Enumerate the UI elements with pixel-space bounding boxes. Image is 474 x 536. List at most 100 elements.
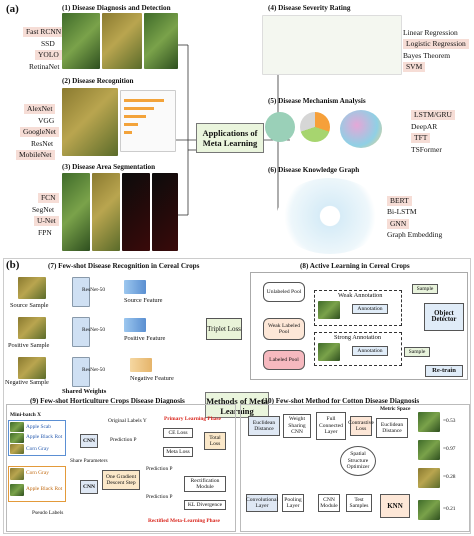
sec7-feature-0 [124, 280, 146, 294]
sec9-batch1-box [8, 420, 66, 456]
sec4-label-2: Bayes Theorem [403, 51, 451, 60]
sec10-metric: Metric Space [380, 406, 411, 412]
sec9-primary: Primary Learning Phase [164, 416, 221, 422]
sec2-chart [120, 90, 176, 152]
panel-a-letter: (a) [6, 3, 19, 15]
sec8-weak-image [318, 301, 340, 319]
sec9-pred-p: Prediction P [110, 437, 137, 443]
sec6-label-3: Graph Embedding [387, 230, 443, 239]
sec10-frame [240, 404, 470, 532]
sec5-label-3: TSFormer [411, 145, 442, 154]
sec6-graph [277, 178, 383, 254]
sec8-object-detector: Object Detector [424, 303, 464, 331]
sec10-score-3: =0.21 [443, 506, 456, 512]
sec2-title: (2) Disease Recognition [62, 77, 134, 85]
sec10-contrastive: Contrastive Loss [348, 416, 374, 436]
sec1-label-2: YOLO [35, 50, 62, 60]
sec7-feature-1 [124, 318, 146, 332]
sec7-shared-weights: Shared Weights [62, 388, 107, 395]
sec8-strong-annotation: Strong Annotation [334, 334, 382, 341]
sec8-annotation-2: Annotation [352, 346, 388, 356]
sec9-meta-loss: Meta Loss [163, 447, 193, 457]
sec2-image [62, 88, 118, 156]
sec9-batch1-1: Apple Black Rot [26, 434, 63, 440]
sec3-label-0: FCN [38, 193, 59, 203]
applications-center: Applications of Meta Learning [196, 123, 264, 153]
sec1-image-3 [144, 13, 178, 69]
sec8-retrain: Re-train [425, 365, 463, 377]
sec10-test: Test Samples [346, 494, 372, 512]
sec6-label-0: BERT [387, 196, 412, 206]
sec1-image-1 [62, 13, 100, 69]
sec4-title: (4) Disease Severity Rating [268, 4, 351, 12]
sec5-title: (5) Disease Mechanism Analysis [268, 97, 366, 105]
sec10-spatial: Spatial Structure Optimizer [340, 446, 376, 476]
sec3-title: (3) Disease Area Segmentation [62, 163, 156, 171]
sec7-sample-1: Positive Sample [8, 342, 50, 349]
sec2-label-1: VGG [38, 116, 55, 125]
sec8-sample-1: Sample [412, 284, 438, 294]
sec9-rect-module: Rectification Module [184, 476, 226, 492]
sec6-title: (6) Disease Knowledge Graph [268, 166, 360, 174]
sec3-image-1 [62, 173, 90, 251]
sec10-conv: Convolutional Layer [246, 494, 278, 512]
sec9-batch1-img-1 [10, 433, 24, 443]
sec6-label-1: Bi-LSTM [387, 207, 417, 216]
sec10-img-0 [418, 412, 440, 432]
sec7-positive-image [18, 317, 46, 339]
sec6-label-2: GNN [387, 219, 410, 229]
sec7-triplet-loss: Triplet Loss [206, 318, 242, 340]
sec8-labeled-pool: Labeled Pool [263, 350, 305, 370]
sec9-batch2-box [8, 466, 66, 502]
sec8-strong-box [314, 332, 402, 366]
sec10-score-0: =0.53 [443, 418, 456, 424]
sec9-batch2-1: Apple Black Rot [26, 486, 63, 492]
sec5-pie-1 [265, 112, 295, 142]
sec9-frame [6, 404, 236, 532]
sec7-net-0: ResNet-50 [82, 287, 106, 293]
sec4-label-3: SVM [403, 62, 426, 72]
sec9-kl: KL Divergence [184, 500, 226, 510]
sec9-original-labels: Original Labels Y [108, 418, 147, 424]
sec1-image-2 [102, 13, 142, 69]
sec9-ce-loss: CE Loss [163, 428, 193, 438]
methods-center: Methods of Meta Learning [205, 392, 269, 418]
sec2-label-3: ResNet [31, 139, 54, 148]
sec3-mask-1 [122, 173, 150, 251]
sec2-label-2: GoogleNet [20, 127, 59, 137]
sec10-cnn-module: CNN Module [318, 494, 340, 512]
sec9-batch1-2: Corn Gray [26, 446, 49, 452]
sec5-venn [340, 110, 382, 148]
sec3-mask-2 [152, 173, 178, 251]
sec5-label-2: TFT [411, 133, 431, 143]
sec10-pool: Pooling Layer [282, 494, 304, 512]
sec3-label-1: SegNet [32, 205, 55, 214]
sec9-batch2-0: Corn Gray [26, 470, 49, 476]
sec9-rectified: Rectified Meta-Learning Phase [148, 518, 220, 524]
sec9-total-loss: Total Loss [204, 432, 226, 450]
sec7-feature-2 [130, 358, 152, 372]
sec7-source-image [18, 277, 46, 299]
sec9-title: (9) Few-shot Horticulture Crops Disease … [30, 397, 185, 405]
sec10-euclid1: Euclidean Distance [248, 416, 280, 436]
sec10-title: (10) Few-shot Method for Cotton Disease … [262, 397, 420, 405]
sec9-pred-p2: Prediction P [146, 494, 173, 500]
sec8-weak-annotation: Weak Annotation [338, 292, 383, 299]
sec1-label-0: Fast RCNN [23, 27, 65, 37]
sec9-minibatch: Mini-batch X [10, 412, 41, 418]
sec10-score-1: =0.97 [443, 446, 456, 452]
sec7-sample-2: Negative Sample [5, 379, 49, 386]
sec10-img-1 [418, 440, 440, 460]
panel-b-frame [3, 258, 471, 534]
sec3-label-2: U-Net [34, 216, 59, 226]
sec9-pred-p1: Prediction P [146, 466, 173, 472]
sec7-feat-label-1: Positive Feature [124, 335, 166, 342]
sec9-cnn-1: CNN [80, 434, 98, 448]
sec7-net-1: ResNet-50 [82, 327, 106, 333]
sec1-label-3: RetinaNet [29, 62, 60, 71]
sec1-label-1: SSD [41, 39, 55, 48]
sec7-title: (7) Few-shot Disease Recognition in Cere… [48, 262, 200, 270]
sec3-label-3: FPN [38, 228, 52, 237]
sec7-net-block-2 [72, 357, 90, 387]
sec1-title: (1) Disease Diagnosis and Detection [62, 4, 171, 12]
